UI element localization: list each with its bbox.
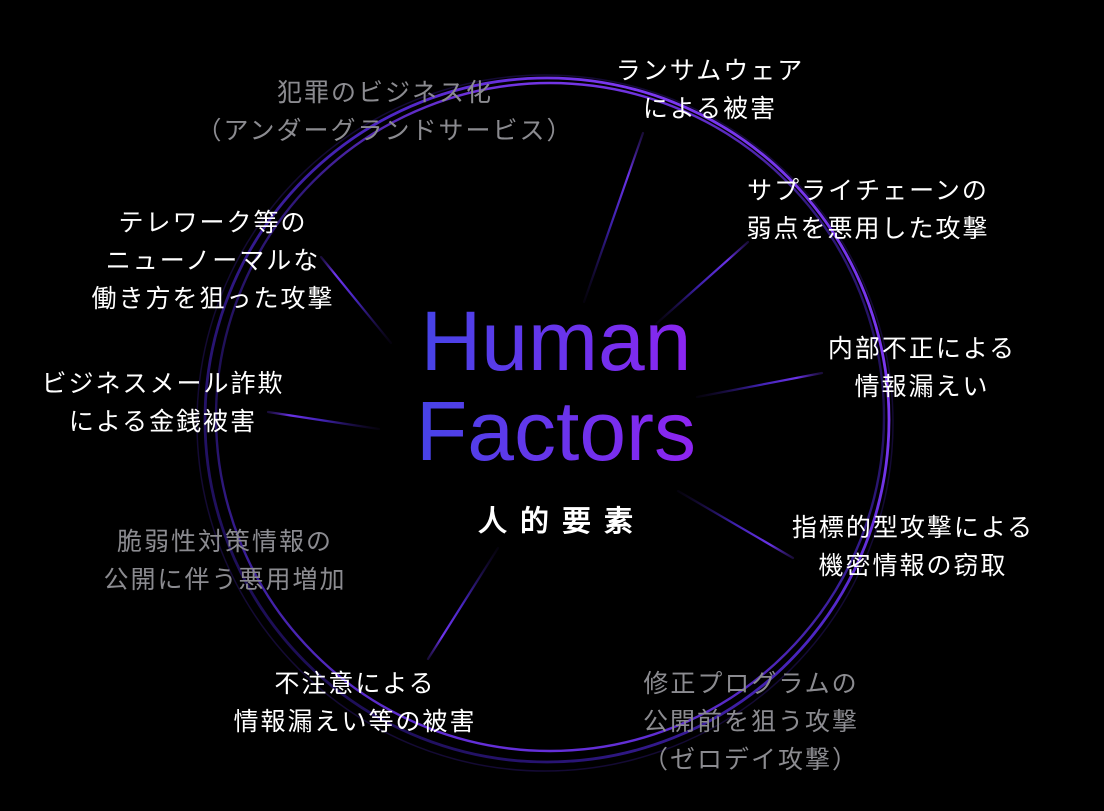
center-title-line1: Human [420,294,692,388]
ring-main [203,76,891,764]
threat-label-line: 弱点を悪用した攻撃 [746,215,990,243]
connector-line-targeted-attack [676,489,795,560]
threat-label-insider: 内部不正による 情報漏えい [828,330,1016,406]
center-title-line2: Factors [415,384,697,478]
threat-label-line: 修正プログラムの [643,670,859,698]
connector-line-careless [426,546,500,661]
threat-label-line: 公開に伴う悪用増加 [103,566,347,594]
threat-label-bec: ビジネスメール詐欺 による金銭被害 [41,365,284,441]
threat-label-careless: 不注意による 情報漏えい等の被害 [233,665,476,741]
threat-label-line: 犯罪のビジネス化 [276,79,494,107]
ring-outer-faint [196,74,894,772]
center-title: Human Factors [416,296,696,476]
threat-label-line: による金銭被害 [68,408,258,436]
threat-label-supply-chain: サプライチェーンの 弱点を悪用した攻撃 [746,172,989,248]
connector-line-supply-chain [654,240,750,326]
connector-line-bec [266,410,381,431]
threat-label-crime-business: 犯罪のビジネス化 （アンダーグランドサービス） [196,74,573,150]
threat-label-line: 不注意による [274,670,436,698]
threat-label-line: 働き方を狙った攻撃 [91,285,335,313]
threat-label-line: 情報漏えい等の被害 [233,708,477,736]
threat-label-line: 公開前を狙う攻撃 [642,708,860,736]
connector-line-ransomware [582,131,645,304]
threat-label-line: 機密情報の窃取 [818,552,1008,580]
threat-label-line: （アンダーグランドサービス） [196,117,574,145]
threat-label-vulnerability: 脆弱性対策情報の 公開に伴う悪用増加 [103,523,346,599]
connector-line-telework [319,255,393,345]
threat-label-line: 情報漏えい [854,373,990,401]
threat-label-zero-day: 修正プログラムの 公開前を狙う攻撃 （ゼロデイ攻撃） [643,665,859,779]
threat-label-ransomware: ランサムウェア による被害 [616,52,805,128]
threat-label-line: ニューノーマルな [105,247,321,275]
threat-label-line: サプライチェーンの [747,177,989,205]
threat-label-line: ランサムウェア [615,57,805,85]
connector-line-insider [695,371,824,399]
threat-label-line: 脆弱性対策情報の [116,528,334,556]
threat-label-line: ビジネスメール詐欺 [41,370,285,398]
threat-label-line: 内部不正による [827,335,1017,363]
center-subtitle: 人的要素 [477,506,647,538]
threat-label-line: による被害 [642,95,778,123]
threat-label-line: （ゼロデイ攻撃） [642,746,860,774]
threat-label-line: 指標的型攻撃による [791,514,1035,542]
threat-label-line: テレワーク等の [118,209,308,237]
threat-label-telework: テレワーク等の ニューノーマルな 働き方を狙った攻撃 [91,204,334,318]
threat-label-targeted-attack: 指標的型攻撃による 機密情報の窃取 [792,509,1034,585]
ring-inner [214,81,886,753]
